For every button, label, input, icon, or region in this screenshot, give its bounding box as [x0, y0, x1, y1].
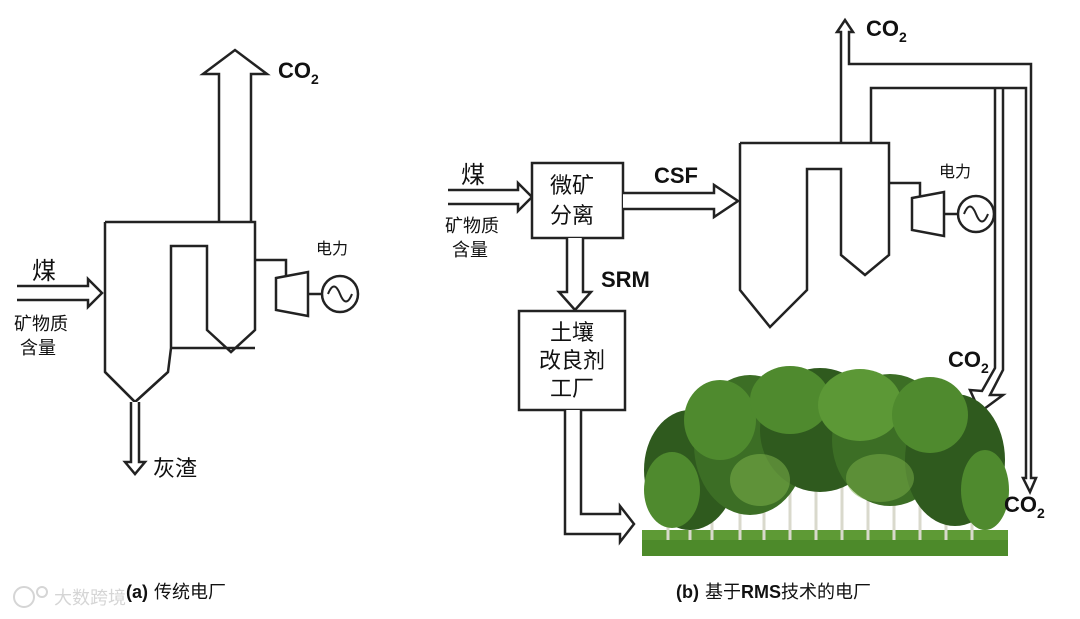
tree-grove-image	[642, 366, 1009, 556]
srm-label: SRM	[601, 267, 650, 292]
boiler-vessel	[103, 220, 257, 404]
watermark-text: 大数跨境	[54, 588, 126, 609]
mineral-label-b-line2: 含量	[452, 240, 488, 261]
ash-outlet-arrow	[122, 402, 148, 476]
co2-label: CO2	[278, 58, 319, 87]
steam-line-b	[889, 181, 922, 198]
co2-top-arrow	[834, 17, 1038, 495]
boiler-vessel-b	[738, 141, 891, 329]
generator-sine	[327, 285, 353, 303]
caption-b: (b)基于RMS技术的电厂	[676, 582, 871, 603]
separator-label-line2: 分离	[550, 204, 594, 229]
coal-label: 煤	[32, 257, 56, 285]
csf-label: CSF	[654, 163, 698, 188]
traditional-plant	[17, 48, 322, 476]
caption-a: (a)传统电厂	[126, 582, 226, 603]
power-label: 电力	[316, 239, 348, 258]
mineral-label-line1: 矿物质	[14, 314, 68, 335]
factory-label-line2: 改良剂	[539, 349, 605, 374]
co2-top-label: CO2	[866, 16, 907, 45]
coal-input-arrow	[17, 275, 104, 311]
mineral-label-line2: 含量	[20, 338, 56, 359]
tree-canopy	[644, 366, 1009, 530]
watermark: 大数跨境	[13, 586, 126, 609]
factory-box	[517, 309, 627, 412]
power-label-b: 电力	[939, 162, 971, 181]
generator-sine-b	[963, 205, 989, 223]
turbine-b	[910, 190, 946, 238]
product-arrow	[563, 410, 636, 546]
co2-mid-label: CO2	[948, 347, 989, 376]
mineral-label-b-line1: 矿物质	[445, 216, 499, 237]
separator-label-line1: 微矿	[550, 174, 594, 199]
watermark-logo-icon	[13, 586, 35, 608]
rms-plant	[448, 17, 1038, 546]
csf-arrow	[623, 182, 741, 220]
factory-label-line1: 土壤	[550, 321, 594, 346]
co2-bottom-label: CO2	[1004, 492, 1045, 521]
srm-arrow	[556, 238, 594, 312]
steam-line	[255, 258, 288, 278]
coal-label-b: 煤	[461, 161, 485, 189]
ash-label: 灰渣	[153, 457, 197, 482]
factory-label-line3: 工厂	[550, 377, 594, 402]
turbine	[274, 270, 310, 318]
co2-exhaust-arrow	[199, 48, 271, 222]
